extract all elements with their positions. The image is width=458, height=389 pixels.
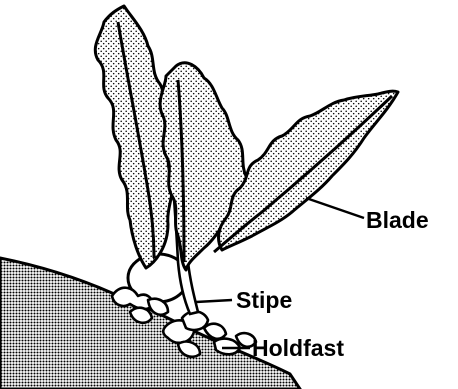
label-holdfast: Holdfast (252, 335, 344, 361)
blade-leader-line (306, 198, 364, 218)
label-stipe: Stipe (236, 287, 292, 313)
blade-left (95, 6, 173, 268)
label-blade: Blade (366, 207, 429, 233)
stipe-leader-line (196, 300, 232, 302)
